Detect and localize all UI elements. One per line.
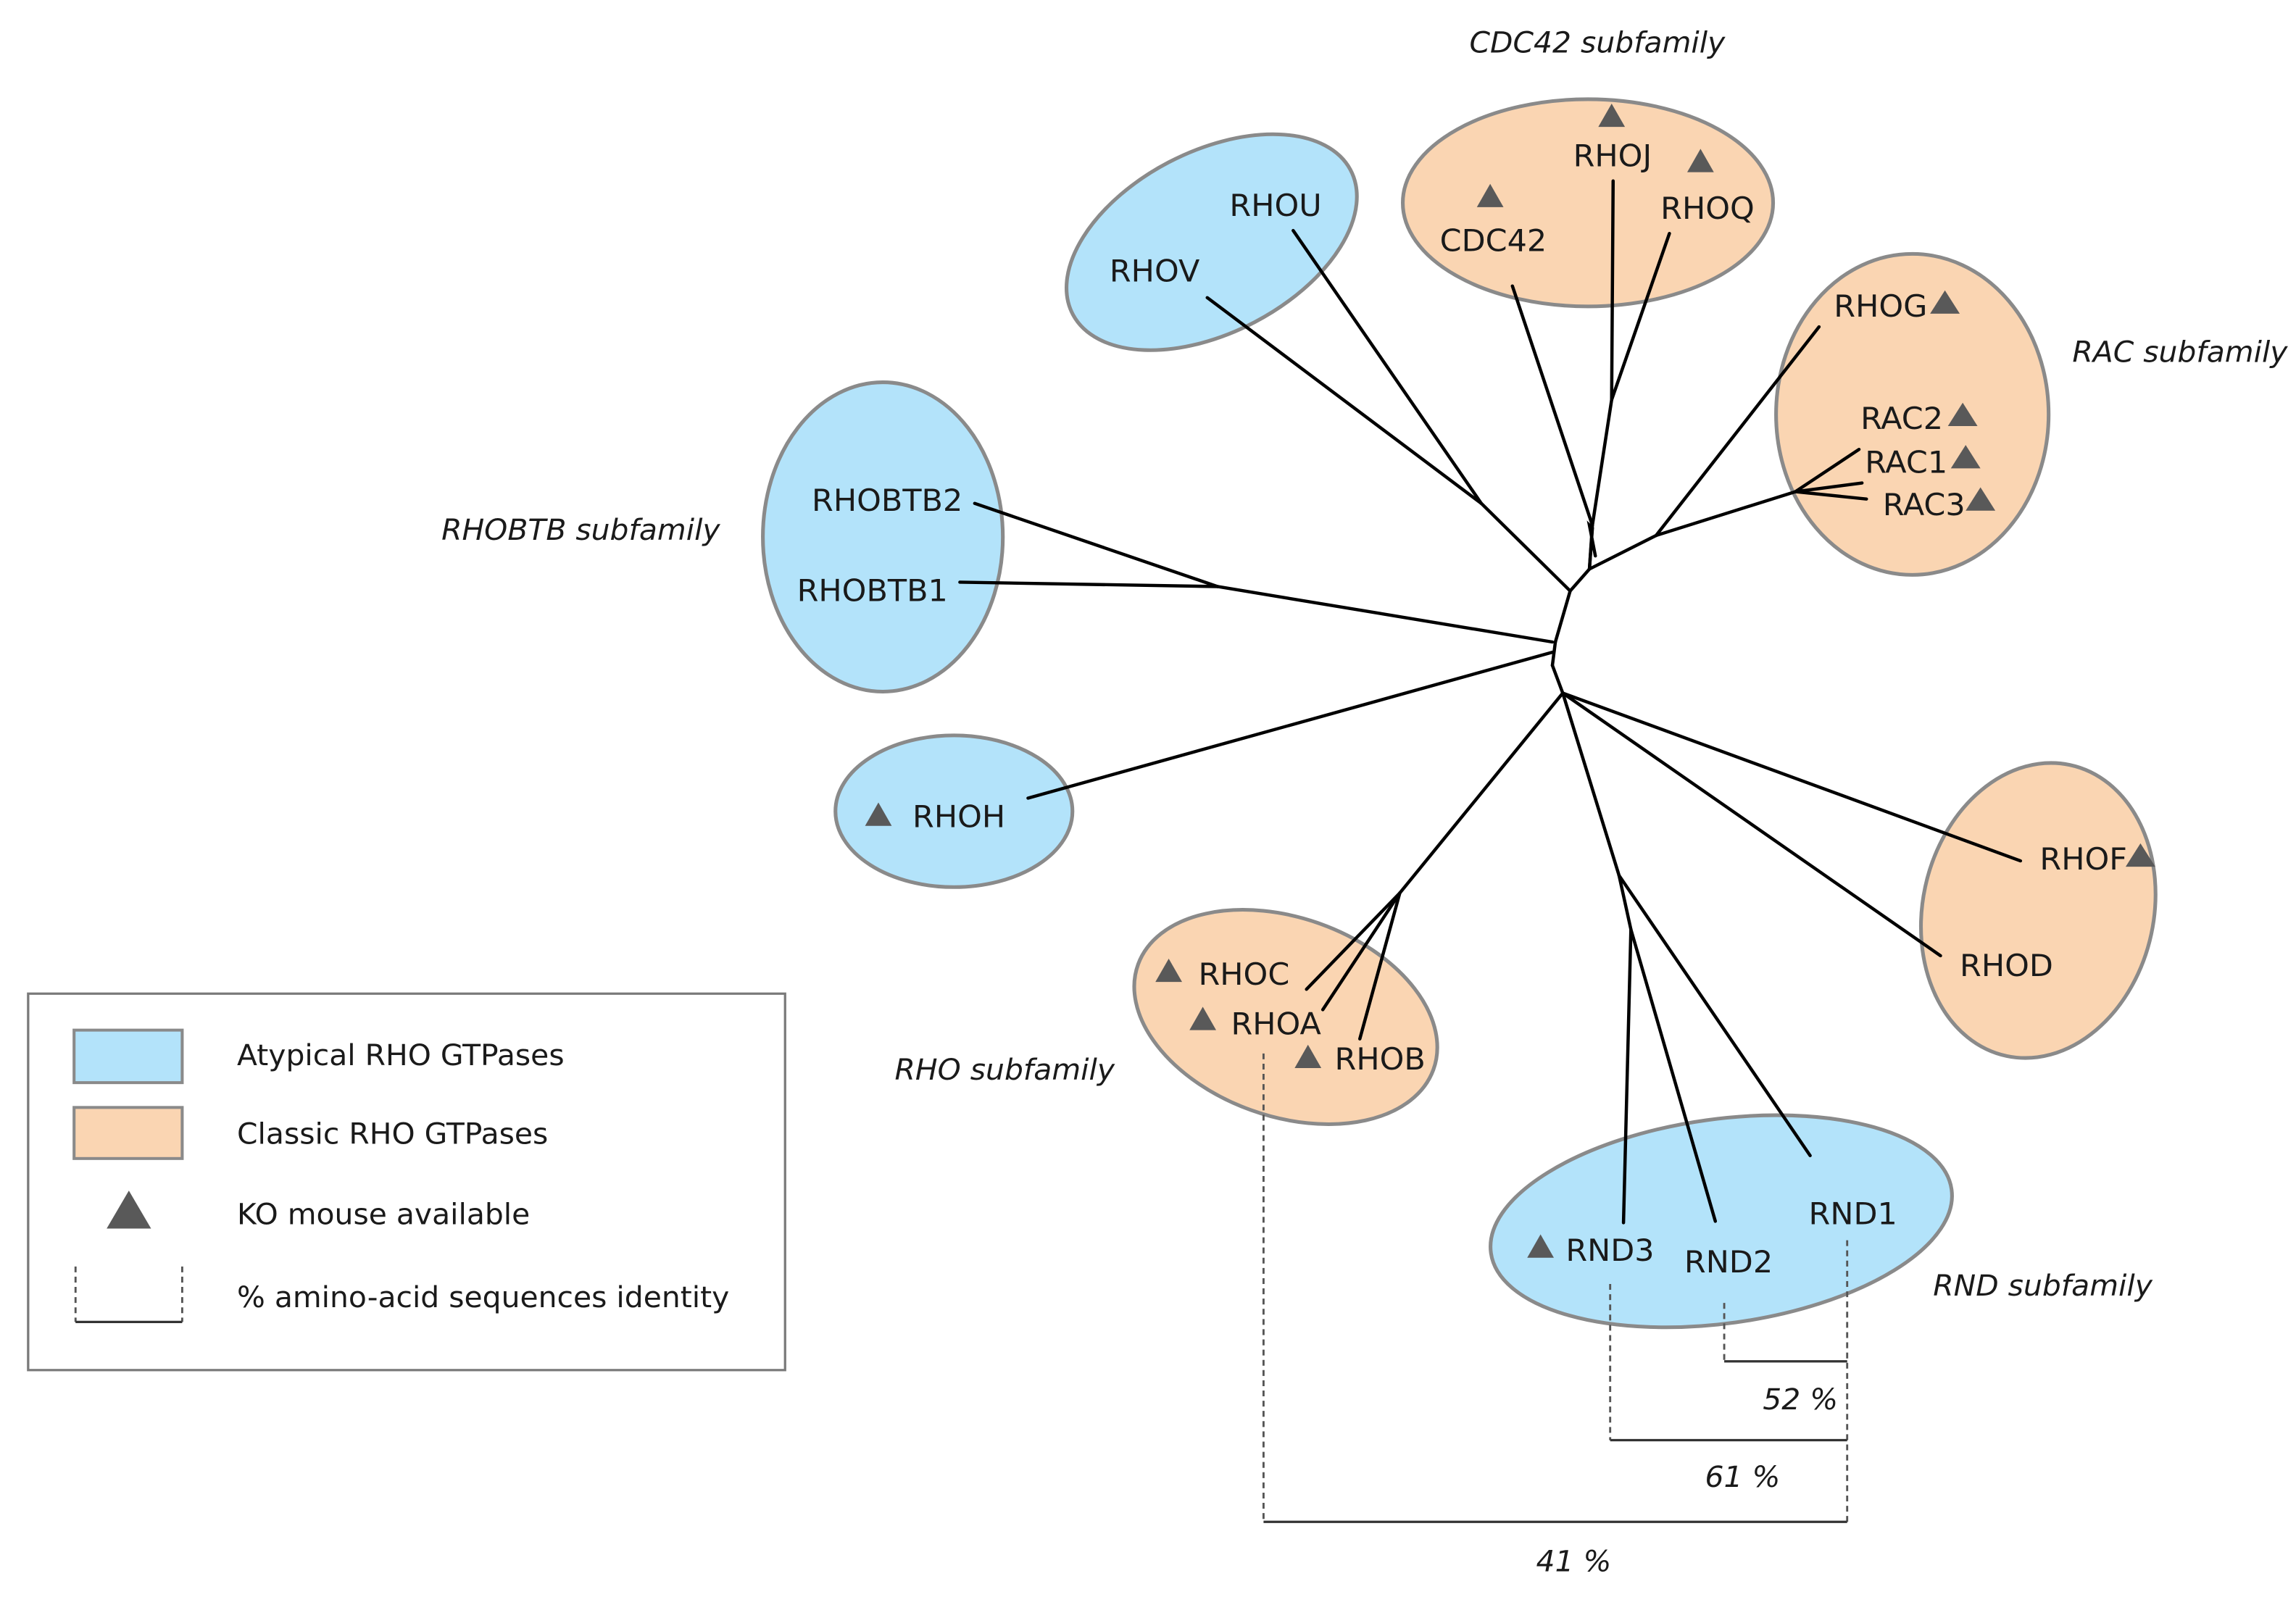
legend-label-identity: % amino-acid sequences identity	[237, 1280, 729, 1315]
subfamily-label-rhobtb: RHOBTB subfamily	[441, 512, 721, 547]
subfamily-label-rho: RHO subfamily	[894, 1052, 1115, 1087]
ko-cdc42-marker	[1476, 183, 1504, 207]
ko-rac3-marker	[1966, 487, 1996, 511]
label-rhov: RHOV	[1110, 254, 1199, 290]
ko-rac1-marker	[1950, 445, 1981, 469]
label-cdc42: CDC42	[1440, 223, 1547, 259]
label-rhod: RHOD	[1960, 948, 2053, 984]
label-rhoq: RHOQ	[1660, 191, 1755, 227]
legend-label-classic: Classic RHO GTPases	[237, 1117, 548, 1151]
label-rhou: RHOU	[1229, 188, 1321, 224]
rnd-subfamily-group	[1489, 1113, 1954, 1330]
ko-rhob-marker	[1294, 1044, 1322, 1068]
ko-rhof-marker	[2125, 843, 2155, 867]
ko-rhoa-marker	[1189, 1006, 1217, 1030]
ko-rhoc-marker	[1155, 958, 1183, 983]
legend-swatch-classic	[72, 1106, 184, 1160]
legend-ko-marker	[107, 1191, 151, 1229]
rhobtb-subfamily-group	[761, 380, 1005, 693]
legend: Atypical RHO GTPases Classic RHO GTPases…	[27, 992, 786, 1372]
rhoh-group	[833, 733, 1075, 889]
tree-branches	[958, 179, 2023, 1225]
ko-rnd3-marker	[1527, 1234, 1555, 1258]
ko-rac2-marker	[1947, 402, 1978, 426]
rhod-rhof-group	[1918, 761, 2158, 1060]
legend-label-ko: KO mouse available	[237, 1197, 530, 1232]
label-rhoh: RHOH	[912, 799, 1005, 835]
label-rnd1: RND1	[1809, 1196, 1897, 1233]
ko-rhoh-marker	[865, 802, 892, 826]
identity-rnd1-rhoa: 41 %	[1536, 1544, 1611, 1579]
ko-rhog-marker	[1930, 290, 1960, 314]
ko-rhoq-marker	[1686, 149, 1714, 172]
rho-subfamily-group	[1132, 908, 1439, 1126]
label-rhoc: RHOC	[1198, 956, 1289, 993]
legend-swatch-atypical	[72, 1028, 184, 1085]
cdc42-subfamily-group	[1400, 97, 1776, 309]
legend-label-atypical: Atypical RHO GTPases	[237, 1038, 565, 1072]
label-rhobtb1: RHOBTB1	[797, 573, 948, 609]
rhou-rhov-group	[1065, 132, 1359, 352]
label-rhoj: RHOJ	[1573, 138, 1652, 175]
label-rhobtb2: RHOBTB2	[812, 483, 962, 519]
label-rac2: RAC2	[1860, 401, 1943, 437]
subfamily-label-rac: RAC subfamily	[2072, 335, 2288, 370]
identity-rnd1-rnd3: 61 %	[1705, 1459, 1780, 1494]
label-rac3: RAC3	[1883, 487, 1966, 523]
label-rhob: RHOB	[1335, 1041, 1426, 1077]
label-rhoa: RHOA	[1231, 1006, 1320, 1043]
subfamily-label-cdc42: CDC42 subfamily	[1470, 25, 1726, 60]
identity-brackets	[1262, 1053, 1849, 1523]
ko-markers	[865, 103, 2155, 1258]
label-rhof: RHOF	[2039, 841, 2127, 877]
subfamily-label-rnd: RND subfamily	[1933, 1268, 2153, 1303]
label-rnd3: RND3	[1565, 1233, 1654, 1269]
label-rhog: RHOG	[1834, 288, 1927, 325]
identity-rnd1-rnd2: 52 %	[1763, 1382, 1838, 1417]
label-rac1: RAC1	[1865, 445, 1947, 481]
label-rnd2: RND2	[1684, 1244, 1773, 1280]
ko-rhoj-marker	[1598, 103, 1626, 128]
